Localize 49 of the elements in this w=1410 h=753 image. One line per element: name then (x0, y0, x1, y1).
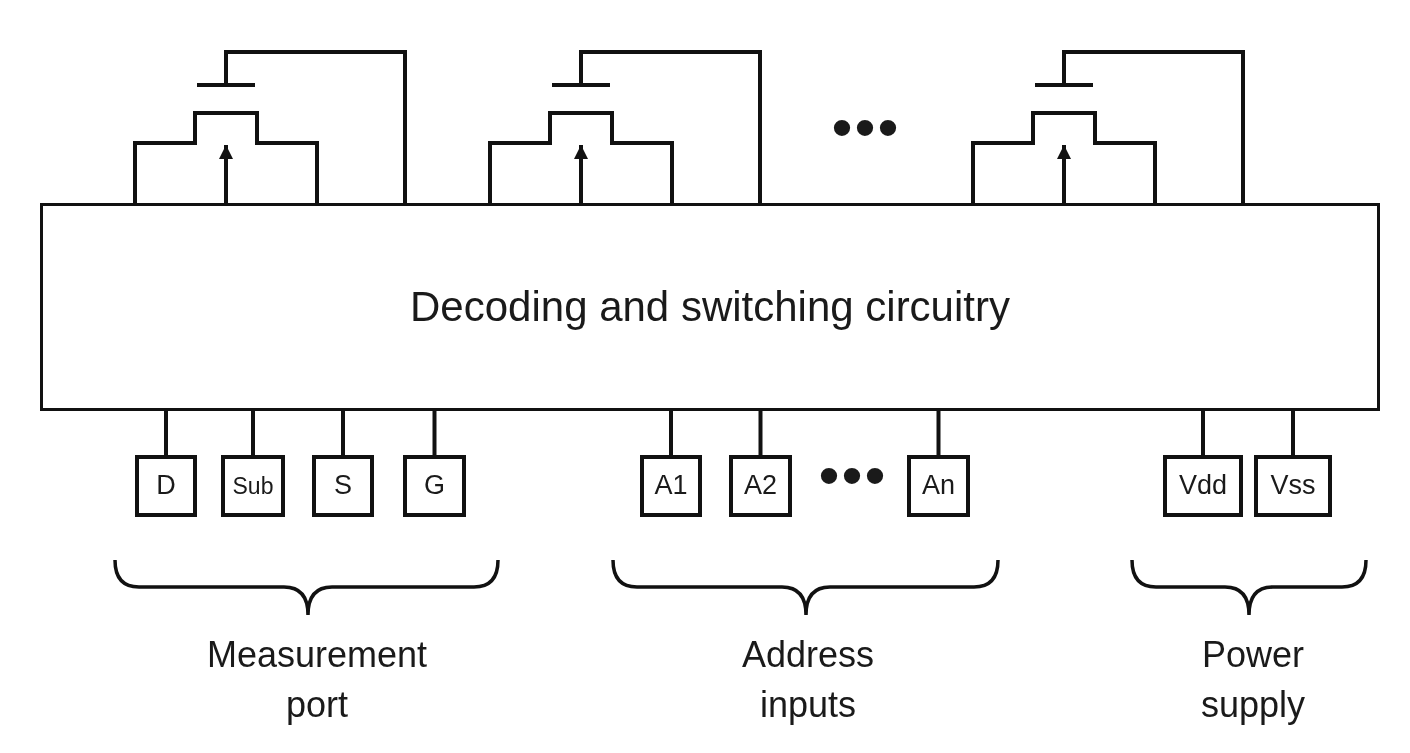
pin-terminal (1254, 455, 1332, 517)
wire (432, 411, 437, 455)
wire (1153, 145, 1157, 203)
wire (1062, 50, 1245, 203)
pin-terminal (640, 455, 702, 517)
pin-terminal (907, 455, 970, 517)
pin-label: Sub (232, 472, 274, 500)
pin-label: G (424, 470, 445, 502)
pin-terminal (729, 455, 792, 517)
pin-terminal (1163, 455, 1243, 517)
wire (579, 50, 762, 203)
wire (133, 145, 137, 203)
transistor-symbol (133, 83, 319, 145)
ellipsis: ••• (818, 461, 888, 491)
wire (669, 411, 673, 455)
arrow (1057, 145, 1071, 203)
arrow (219, 145, 233, 203)
pin-label: Vdd (1178, 470, 1227, 502)
circuit-block (40, 203, 1380, 411)
wire (758, 411, 763, 455)
group-label: Address inputs (740, 633, 876, 728)
block-label: Decoding and switching circuitry (410, 282, 1010, 332)
wire (936, 411, 941, 455)
wire (224, 50, 407, 203)
pin-label: A2 (744, 470, 777, 502)
group-label: Power supply (1199, 633, 1307, 728)
wire (488, 145, 492, 203)
pin-label: D (156, 470, 176, 502)
wire (1291, 411, 1295, 455)
pin-terminal (312, 455, 374, 517)
transistor-symbol (488, 83, 674, 145)
pin-label: An (922, 470, 955, 502)
wire (341, 411, 345, 455)
wire (315, 145, 319, 203)
wire (251, 411, 255, 455)
pin-label: Vss (1270, 470, 1316, 502)
pin-terminal (403, 455, 466, 517)
transistor-symbol (971, 83, 1157, 145)
pin-label: A1 (654, 470, 688, 502)
wire (1201, 411, 1205, 455)
ellipsis: ••• (831, 113, 901, 143)
arrow (574, 145, 588, 203)
group-label: Measurement port (205, 633, 429, 728)
pin-label: S (334, 470, 352, 502)
wire (971, 145, 975, 203)
pin-terminal (221, 455, 285, 517)
pin-terminal (135, 455, 197, 517)
wire (670, 145, 674, 203)
wire (164, 411, 168, 455)
